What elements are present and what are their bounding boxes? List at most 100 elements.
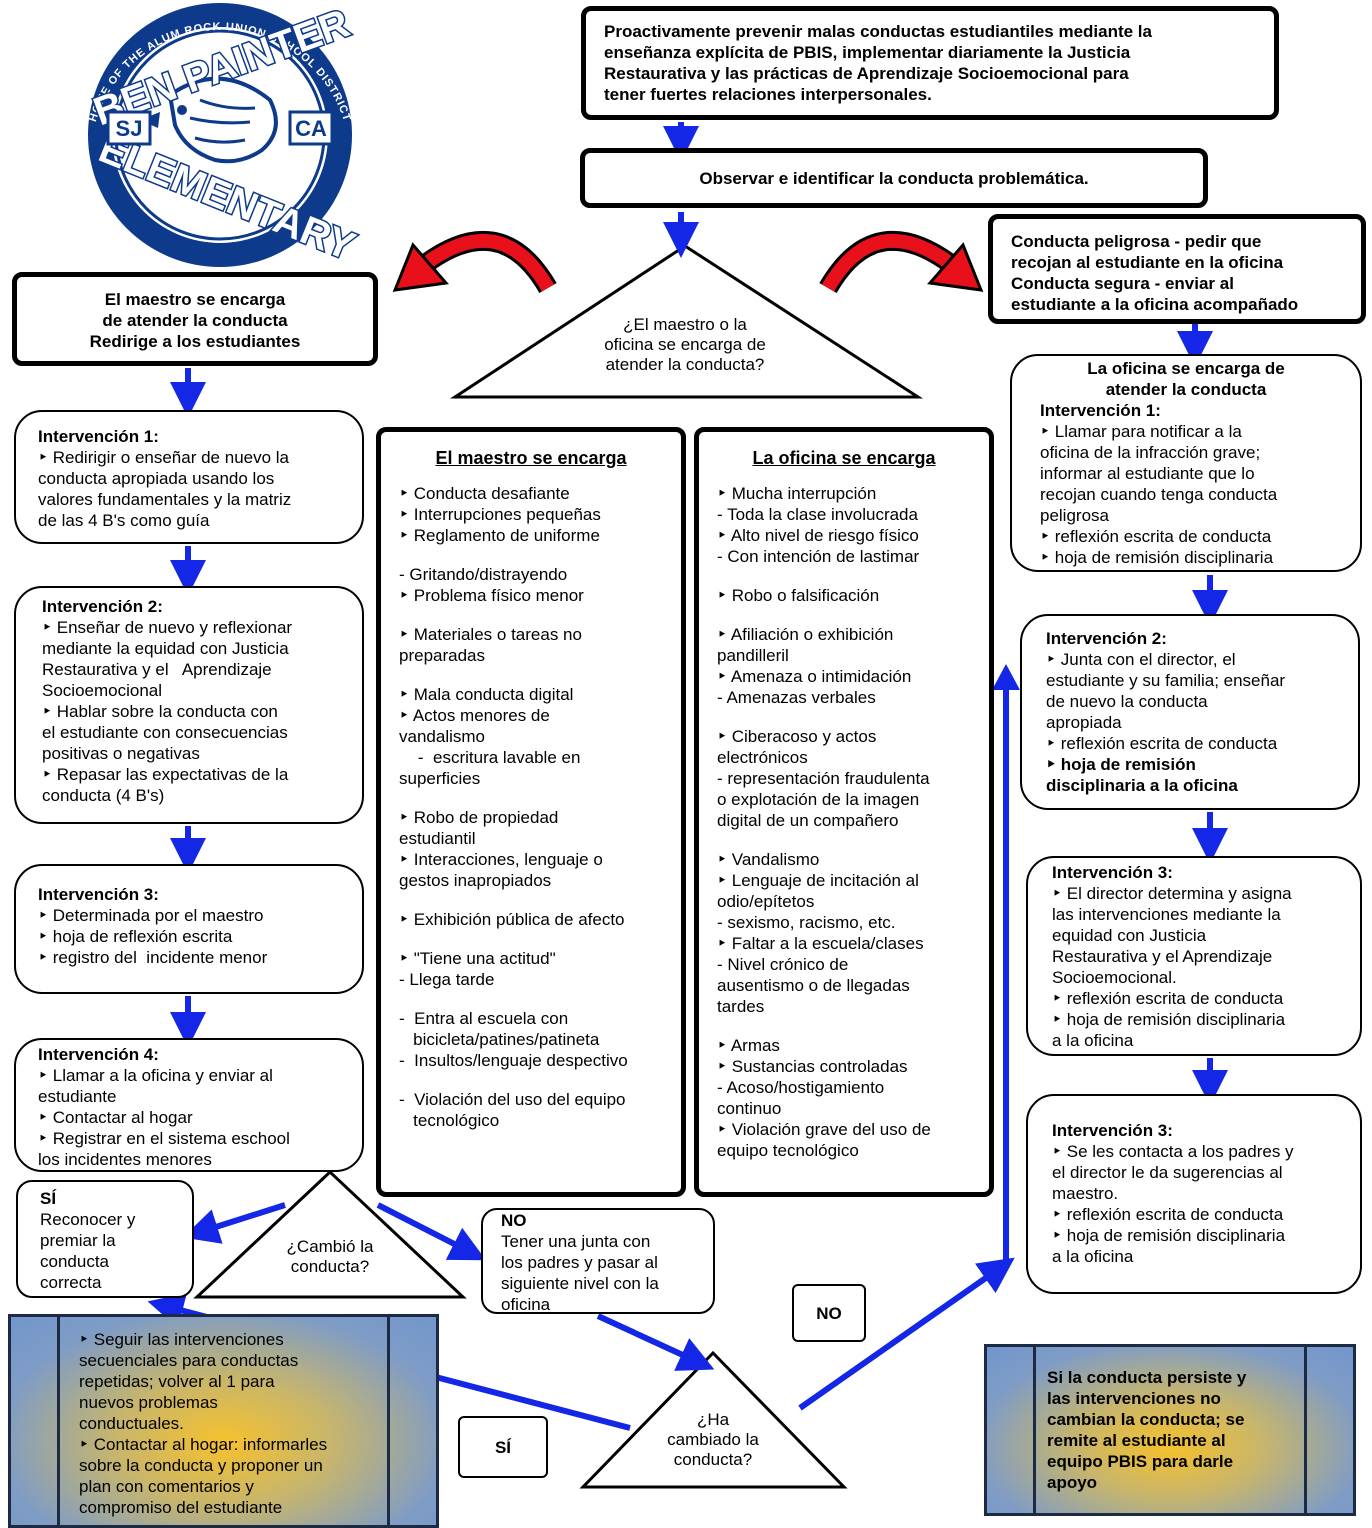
list-item: pandilleril: [717, 646, 789, 665]
decision-3-line: cambiado la: [667, 1430, 759, 1449]
intervention-line: ‣ hoja de remisión disciplinaria: [1052, 1010, 1286, 1029]
intervention-line: de las 4 B's como guía: [38, 511, 210, 530]
list-item: estudiantil: [399, 829, 476, 848]
list-item: continuo: [717, 1099, 782, 1118]
intervention-line: Socioemocional: [42, 681, 163, 700]
list-item: ‣ Ciberacoso y actos: [717, 727, 877, 746]
intervention-title: Intervención 2:: [1046, 629, 1167, 648]
teacher-list-box: El maestro se encarga ‣ Conducta desafia…: [376, 427, 686, 1197]
list-item: vandalismo: [399, 727, 485, 746]
list-item: ‣ Faltar a la escuela/clases: [717, 934, 924, 953]
office-header-line: Conducta peligrosa - pedir que: [1011, 232, 1262, 251]
no-box-line: Tener una junta con: [501, 1232, 651, 1251]
decision-1-line: oficina se encarga de: [604, 335, 766, 354]
list-item: bicicleta/patines/patineta: [399, 1030, 600, 1049]
intervention-line: ‣ hoja de remisión disciplinaria: [1052, 1226, 1286, 1245]
intervention-line: ‣ registro del incidente menor: [38, 948, 268, 967]
office-list-title: La oficina se encarga: [752, 448, 936, 468]
office-intervention-heading: atender la conducta: [1105, 380, 1267, 399]
list-item: ‣ Interacciones, lenguaje o: [399, 850, 603, 869]
list-item: - Insultos/lenguaje despectivo: [399, 1051, 628, 1070]
intervention-line: ‣ reflexión escrita de conducta: [1052, 1205, 1284, 1224]
decision-2-line: conducta?: [290, 1257, 370, 1276]
intervention-title: Intervención 3:: [1052, 863, 1173, 882]
left-note-line: nuevos problemas: [79, 1393, 218, 1412]
intervention-line: ‣ Se les contacta a los padres y: [1052, 1142, 1294, 1161]
yes-box-line: conducta: [40, 1252, 109, 1271]
intervention-line: oficina de la infracción grave;: [1040, 443, 1261, 462]
si-label: SÍ: [494, 1437, 512, 1457]
intervention-title: Intervención 4:: [38, 1045, 159, 1064]
intervention-line: ‣ reflexión escrita de conducta: [1040, 527, 1272, 546]
list-item: electrónicos: [717, 748, 808, 767]
intervention-bold-line: ‣ hoja de remisión: [1046, 755, 1196, 774]
list-item: o explotación de la imagen: [717, 790, 920, 809]
list-item: ‣ Violación grave del uso de: [717, 1120, 931, 1139]
list-item: - escritura lavable en: [399, 748, 581, 767]
right-note-line: remite al estudiante al: [1047, 1431, 1226, 1450]
list-item: preparadas: [399, 646, 486, 665]
yes-box-line: premiar la: [40, 1231, 116, 1250]
list-item: - Nivel crónico de: [717, 955, 849, 974]
intervention-line: conducta apropiada usando los: [38, 469, 275, 488]
no-label-box: NO: [792, 1284, 866, 1342]
office-header-line: recojan al estudiante en la oficina: [1011, 253, 1284, 272]
intervention-line: equidad con Justicia: [1052, 926, 1207, 945]
list-item: ‣ Materiales o tareas no: [399, 625, 582, 644]
list-item: ‣ Mucha interrupción: [717, 484, 877, 503]
left-note-line: sobre la conducta y proponer un: [79, 1456, 323, 1475]
right-note-line: cambian la conducta; se: [1047, 1410, 1245, 1429]
list-item: odio/epítetos: [717, 892, 815, 911]
list-item: - Gritando/distrayendo: [399, 565, 568, 584]
intervention-line: peligrosa: [1040, 506, 1109, 525]
left-note-line: conductuales.: [79, 1414, 184, 1433]
left-note-line: repetidas; volver al 1 para: [79, 1372, 275, 1391]
list-item: ‣ Vandalismo: [717, 850, 820, 869]
list-item: ‣ Amenaza o intimidación: [717, 667, 912, 686]
intervention-line: las intervenciones mediante la: [1052, 905, 1281, 924]
list-item: - Toda la clase involucrada: [717, 505, 918, 524]
list-item: equipo tecnológico: [717, 1141, 859, 1160]
office-list-box: La oficina se encarga ‣ Mucha interrupci…: [694, 427, 994, 1197]
no-box-line: siguiente nivel con la: [501, 1274, 659, 1293]
office-intervention-3: Intervención 3:‣ El director determina y…: [1026, 856, 1362, 1056]
list-item: ‣ Robo o falsificación: [717, 586, 880, 605]
teacher-header-line: El maestro se encarga: [104, 290, 286, 309]
teacher-intervention-1: Intervención 1:‣ Redirigir o enseñar de …: [14, 410, 364, 544]
list-item: ‣ Conducta desafiante: [399, 484, 570, 503]
si-label-box: SÍ: [458, 1416, 548, 1478]
list-item: gestos inapropiados: [399, 871, 552, 890]
teacher-list-title: El maestro se encarga: [435, 448, 627, 468]
observe-box: Observar e identificar la conducta probl…: [580, 148, 1208, 208]
intervention-title: Intervención 3:: [1052, 1121, 1173, 1140]
intervention-line: Restaurativa y el Aprendizaje: [42, 660, 272, 679]
list-item: - Acoso/hostigamiento: [717, 1078, 885, 1097]
prevention-line: Restaurativa y las prácticas de Aprendiz…: [604, 64, 1129, 83]
list-item: ‣ Lenguaje de incitación al: [717, 871, 919, 890]
intervention-line: ‣ Enseñar de nuevo y reflexionar: [42, 618, 293, 637]
school-logo: HOME OF THE ALUM ROCK UNION SCHOOL DISTR…: [87, 0, 363, 291]
intervention-line: a la oficina: [1052, 1031, 1134, 1050]
eagle-icon: [140, 76, 278, 164]
list-item: ‣ Problema físico menor: [399, 586, 584, 605]
no-box-line: los padres y pasar al: [501, 1253, 658, 1272]
intervention-line: los incidentes menores: [38, 1150, 212, 1169]
logo-right-initials: CA: [295, 116, 327, 141]
list-item: ‣ Alto nivel de riesgo físico: [717, 526, 919, 545]
intervention-line: el estudiante con consecuencias: [42, 723, 288, 742]
prevention-line: Proactivamente prevenir malas conductas …: [604, 22, 1152, 41]
intervention-line: valores fundamentales y la matriz: [38, 490, 292, 509]
prevention-line: enseñanza explícita de PBIS, implementar…: [604, 43, 1131, 62]
intervention-line: ‣ reflexión escrita de conducta: [1052, 989, 1284, 1008]
intervention-line: mediante la equidad con Justicia: [42, 639, 289, 658]
list-item: - Violación del uso del equipo: [399, 1090, 626, 1109]
yes-box-line: correcta: [40, 1273, 102, 1292]
no-label: NO: [816, 1303, 842, 1323]
list-item: ‣ Afiliación o exhibición: [717, 625, 894, 644]
list-item: ‣ Reglamento de uniforme: [399, 526, 600, 545]
intervention-line: ‣ reflexión escrita de conducta: [1046, 734, 1278, 753]
intervention-line: Restaurativa y el Aprendizaje: [1052, 947, 1273, 966]
intervention-line: a la oficina: [1052, 1247, 1134, 1266]
